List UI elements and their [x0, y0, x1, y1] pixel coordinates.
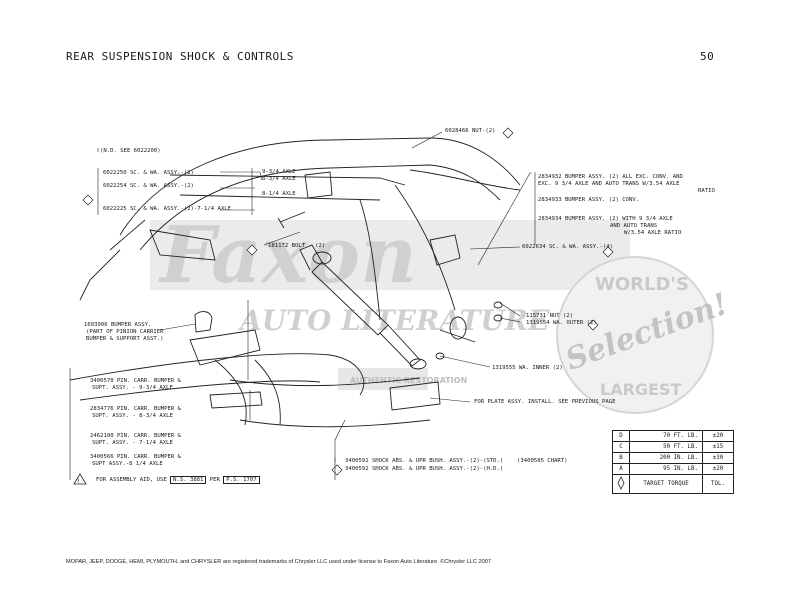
label-axle-9-3-4: 9-3/4 AXLE: [262, 169, 296, 175]
label-bumper-1603906-1: 1603906 BUMPER ASSY.: [84, 322, 152, 328]
assembly-aid-prefix: FOR ASSEMBLY AID, USE: [96, 477, 167, 483]
torque-marker: [502, 127, 514, 139]
page-title: REAR SUSPENSION SHOCK & CONTROLS: [66, 50, 294, 63]
watermark-seal-text: AUTHENTIC RESTORATION: [350, 376, 467, 385]
label-axle-8-1-4: 8-1/4 AXLE: [262, 191, 296, 197]
pinion-carrier-support: [189, 329, 261, 366]
label-bumper-2834932-1: 2834932 BUMPER ASSY. (2) ALL EXC. CONV. …: [538, 174, 683, 180]
label-axle-8-3-4: 8-3/4 AXLE: [262, 176, 296, 182]
assembly-aid-ns: N.S. 3881: [170, 476, 207, 484]
torque-key: C: [612, 441, 630, 453]
label-nd-see: (N.D. SEE 6022200): [100, 148, 161, 154]
torque-table: D 70 FT. LB. ±20 C 50 FT. LB. ±15 B 200 …: [612, 430, 734, 494]
label-bumper-2834932-2: EXC. 9 3/4 AXLE AND AUTO TRANS W/3.54 AX…: [538, 181, 680, 187]
axle-housing: [69, 353, 365, 396]
watermark-subtitle: AUTO LITERATURE: [237, 304, 550, 337]
watermark-badge-bottom: LARGEST: [600, 380, 681, 399]
torque-footer-tol: TOL.: [702, 474, 734, 494]
torque-marker: [246, 244, 258, 256]
label-shock-std: 3400591 SHOCK ABS. & UPR BUSH. ASSY.-(2)…: [345, 458, 504, 464]
watermark-badge: [556, 256, 714, 414]
lower-bushing: [449, 316, 467, 340]
watermark-band: [150, 220, 630, 290]
torque-key: D: [612, 430, 630, 442]
torque-row: A 95 IN. LB. ±20: [612, 463, 734, 475]
torque-value: 50 FT. LB.: [629, 441, 703, 453]
label-pin-carr-2-b: SUPT. ASSY. - 8-3/4 AXLE: [92, 413, 173, 419]
label-pin-carr-1-b: SUPT. ASSY. - 9-3/4 AXLE: [92, 385, 173, 391]
torque-marker: [587, 319, 599, 331]
torque-row: D 70 FT. LB. ±20: [612, 430, 734, 442]
assembly-aid-ps: P.S. 1707: [223, 476, 260, 484]
label-sc-wa-3: 6022225 SC. & WA. ASSY.-(2)-7-1/4 AXLE: [103, 206, 231, 212]
shock-lower-bushing: [409, 358, 427, 370]
label-pin-carr-3-b: SUPT. ASSY. - 7-1/4 AXLE: [92, 440, 173, 446]
watermark-seal: [338, 368, 428, 390]
torque-tol: ±30: [702, 452, 734, 464]
label-plate-assy: FOR PLATE ASSY. INSTALL. SEE PREVIOUS PA…: [474, 399, 616, 405]
assembly-aid-note: FOR ASSEMBLY AID, USE N.S. 3881 PER P.S.…: [96, 476, 260, 484]
torque-row: C 50 FT. LB. ±15: [612, 441, 734, 453]
body-outline: [119, 137, 521, 236]
upper-bracket: [304, 171, 333, 199]
label-wa-inner: 1319555 WA. INNER (2): [492, 365, 563, 371]
mounting-plate: [389, 381, 441, 411]
label-sc-wa-1: 6022250 SC. & WA. ASSY.-(2): [103, 170, 194, 176]
trademark-footer: MOPAR, JEEP, DODGE, HEMI, PLYMOUTH, and …: [66, 559, 491, 565]
torque-tol: ±20: [702, 430, 734, 442]
bolt: [279, 211, 306, 223]
assembly-aid-per: PER: [209, 477, 220, 483]
torque-key: B: [612, 452, 630, 464]
torque-marker: [602, 246, 614, 258]
label-bumper-2834934-2: AND AUTO TRANS: [610, 223, 658, 229]
label-bumper-1603906-3: BUMPER & SUPPORT ASST.): [86, 336, 164, 342]
label-pin-carr-2-a: 2834776 PIN. CARR. BUMPER &: [90, 406, 181, 412]
torque-tol: ±15: [702, 441, 734, 453]
label-bumper-2834932-3: RATIO: [698, 188, 715, 194]
watermark-brand: Faxon: [158, 210, 417, 301]
label-bumper-2834934-1: 2834934 BUMPER ASSY. (2) WITH 9 3/4 AXLE: [538, 216, 673, 222]
label-nut-top: 6028466 NUT-(2): [445, 128, 496, 134]
torque-row: B 200 IN. LB. ±30: [612, 452, 734, 464]
label-pin-carr-4-a: 3400566 PIN. CARR. BUMPER &: [90, 454, 181, 460]
shock-absorber-body: [311, 261, 389, 336]
label-bumper-1603906-2: (PART OF PINION CARRIER: [86, 329, 164, 335]
warning-icon: [73, 473, 87, 485]
watermark: Faxon AUTO LITERATURE WORLD'S Selection!…: [150, 210, 733, 414]
label-shock-hd: 3400592 SHOCK ABS. & UPR BUSH. ASSY.-(2)…: [345, 466, 504, 472]
label-bumper-2834934-3: W/3.54 AXLE RATIO: [624, 230, 682, 236]
jounce-bumper: [429, 234, 461, 266]
label-bumper-2834933: 2834933 BUMPER ASSY. (2) CONV.: [538, 197, 640, 203]
torque-value: 95 IN. LB.: [629, 463, 703, 475]
label-wa-outer: 1319554 WA. OUTER (2): [526, 320, 597, 326]
shock-upper-bushing: [312, 251, 332, 265]
torque-footer-row: TARGET TORQUE TOL.: [612, 474, 734, 494]
label-bolt: 181172 BOLT - (2): [268, 243, 326, 249]
pinion-bumper: [194, 311, 213, 333]
label-pin-carr-3-a: 2462100 PIN. CARR. BUMPER &: [90, 433, 181, 439]
label-nut-115731: 115731 NUT (2): [526, 313, 574, 319]
label-sc-wa-2: 6022254 SC. & WA. ASSY.-(2): [103, 183, 194, 189]
torque-marker: [82, 194, 94, 206]
diamond-icon: [617, 476, 625, 490]
frame-bracket: [149, 229, 216, 261]
svg-text:!: !: [77, 478, 81, 485]
torque-value: 70 FT. LB.: [629, 430, 703, 442]
torque-marker: [331, 464, 343, 476]
label-pin-carr-1-a: 3400570 PIN. CARR. BUMPER &: [90, 378, 181, 384]
label-chart-ref: (3400585 CHART): [517, 458, 568, 464]
label-pin-carr-4-b: SUPT ASSY.-8 1/4 AXLE: [92, 461, 163, 467]
page-number: 50: [700, 50, 715, 63]
torque-value: 200 IN. LB.: [629, 452, 703, 464]
torque-diamond-cell: [612, 474, 630, 494]
torque-footer-label: TARGET TORQUE: [629, 474, 703, 494]
torque-key: A: [612, 463, 630, 475]
watermark-badge-top: WORLD'S: [595, 274, 689, 295]
label-sc-wa-6022634: 6022634 SC. & WA. ASSY.-(4): [522, 244, 613, 250]
inner-washer: [435, 352, 445, 360]
torque-tol: ±20: [702, 463, 734, 475]
